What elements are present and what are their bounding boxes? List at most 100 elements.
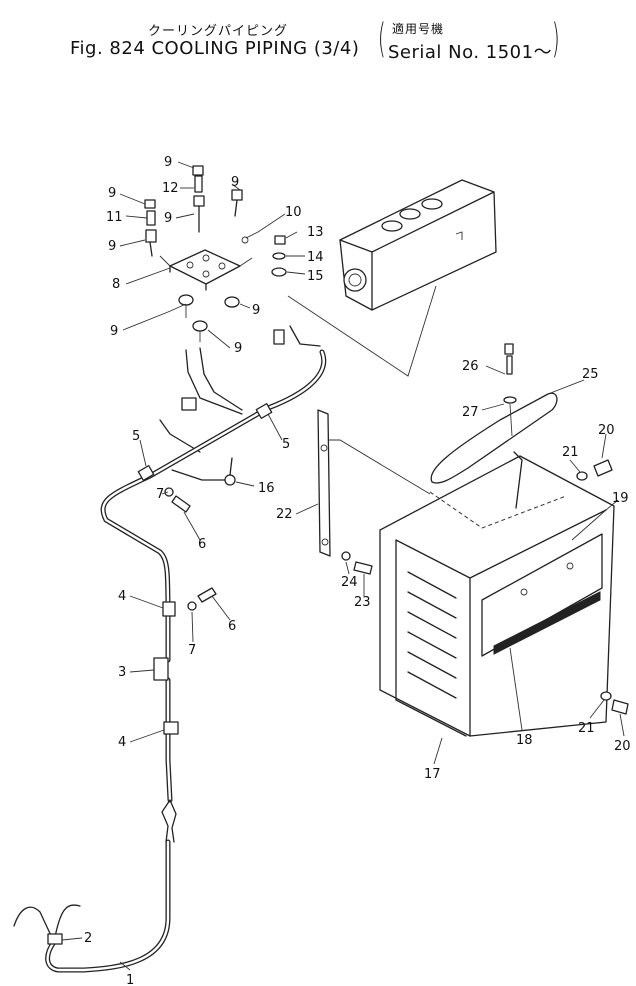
callout-4: 4 — [118, 735, 126, 750]
callout-21: 21 — [562, 445, 579, 460]
connector-mid — [181, 397, 197, 411]
cooling-pipe — [45, 349, 327, 973]
callout-6: 6 — [198, 537, 206, 552]
sensor-wires-2 — [13, 904, 81, 943]
fitting-cap-11-top — [144, 199, 156, 209]
callout-25: 25 — [582, 367, 599, 382]
callout-12: 12 — [162, 181, 179, 196]
callout-9: 9 — [164, 211, 172, 226]
clamp-4-upper — [162, 601, 176, 617]
washer-7-lower — [187, 601, 197, 611]
bolt-23 — [353, 561, 373, 575]
heater-port-1 — [381, 220, 403, 232]
leader-lines-lower — [61, 365, 625, 971]
heater-fan-outlet — [343, 268, 367, 292]
callout-17: 17 — [424, 767, 441, 782]
callout-1: 1 — [126, 973, 134, 986]
callout-9: 9 — [231, 175, 239, 190]
serial-applicability-japanese: 適用号機 — [392, 22, 445, 36]
fitting-stem-11 — [149, 241, 153, 257]
callout-9: 9 — [108, 186, 116, 201]
bolt-13 — [274, 235, 286, 245]
right-bracket: ) — [551, 16, 560, 62]
callout-21: 21 — [578, 721, 595, 736]
bolt-26-head — [504, 343, 514, 355]
trim-strip-18 — [493, 591, 601, 655]
callout-labels: 9 9 12 9 11 9 9 10 13 14 15 8 9 9 9 26 2… — [84, 155, 631, 986]
callout-14: 14 — [307, 250, 324, 265]
fitting-cap-right — [231, 189, 243, 201]
callout-5: 5 — [132, 429, 140, 444]
callout-20: 20 — [614, 739, 631, 754]
callout-27: 27 — [462, 405, 479, 420]
callout-20: 20 — [598, 423, 615, 438]
callout-9: 9 — [164, 155, 172, 170]
callout-9: 9 — [252, 303, 260, 318]
callout-7: 7 — [188, 643, 196, 658]
callout-23: 23 — [354, 595, 371, 610]
callout-15: 15 — [307, 269, 324, 284]
bolt-6-lower — [197, 587, 217, 603]
grommet-left — [178, 294, 194, 306]
wire-a — [185, 349, 243, 415]
grommet-lower — [192, 320, 208, 332]
cover-mount-stud — [513, 451, 523, 509]
fitting-body-11 — [146, 210, 156, 226]
heater-port-2 — [399, 208, 421, 220]
clamp-4-lower — [163, 721, 179, 735]
heater-port-3 — [421, 198, 443, 210]
fitting-nut-12 — [193, 195, 205, 207]
grommet-right — [224, 296, 240, 308]
figure-title-japanese: クーリングパイピング — [148, 24, 289, 39]
callout-7: 7 — [156, 487, 164, 502]
callout-11: 11 — [106, 210, 123, 225]
callout-6: 6 — [228, 619, 236, 634]
callout-19: 19 — [612, 491, 629, 506]
bolt-20-upper — [593, 459, 613, 477]
fitting-body-12 — [194, 175, 203, 193]
figure-title: Fig. 824 COOLING PIPING (3/4) — [70, 38, 360, 59]
callout-24: 24 — [341, 575, 358, 590]
bolt-20-lower — [611, 699, 629, 715]
callout-2: 2 — [84, 931, 92, 946]
bolt-6-upper — [171, 495, 191, 513]
cover-window — [481, 533, 603, 657]
callout-4: 4 — [118, 589, 126, 604]
connector-wire-heater — [289, 325, 321, 347]
bolt-26-shank — [506, 355, 513, 375]
washer-21-upper — [576, 471, 588, 481]
clamp-2 — [47, 933, 63, 945]
left-bracket: ( — [377, 16, 386, 62]
heater-body — [339, 179, 497, 311]
callout-9: 9 — [234, 341, 242, 356]
leader-lines-top — [119, 161, 306, 349]
radiator-cover — [379, 451, 615, 737]
cover-mount-hidden — [429, 491, 567, 529]
callout-13: 13 — [307, 225, 324, 240]
callout-5: 5 — [282, 437, 290, 452]
callout-16: 16 — [258, 481, 275, 496]
clamp-5-lower — [137, 465, 155, 481]
callout-8: 8 — [112, 277, 120, 292]
bracket-strip-22 — [317, 409, 331, 557]
sensor-16 — [224, 474, 236, 486]
heater-unit — [339, 179, 497, 311]
callout-18: 18 — [516, 733, 533, 748]
nut-15 — [271, 267, 287, 277]
callout-22: 22 — [276, 507, 293, 522]
washer-27 — [503, 396, 517, 404]
fitting-nut-11 — [145, 229, 157, 243]
fittings-cluster — [144, 165, 287, 453]
pipe-connector — [161, 799, 177, 843]
wire-b — [199, 347, 243, 411]
callout-9: 9 — [108, 239, 116, 254]
fitting-3 — [153, 657, 169, 681]
clamp-5-upper — [255, 403, 273, 419]
callout-26: 26 — [462, 359, 479, 374]
sensor-line-16 — [171, 469, 229, 481]
fitting-stem-right — [234, 199, 238, 217]
callout-3: 3 — [118, 665, 126, 680]
wire-c — [159, 419, 201, 453]
heater-connection-line — [287, 285, 437, 377]
cover-louvres — [407, 571, 457, 699]
